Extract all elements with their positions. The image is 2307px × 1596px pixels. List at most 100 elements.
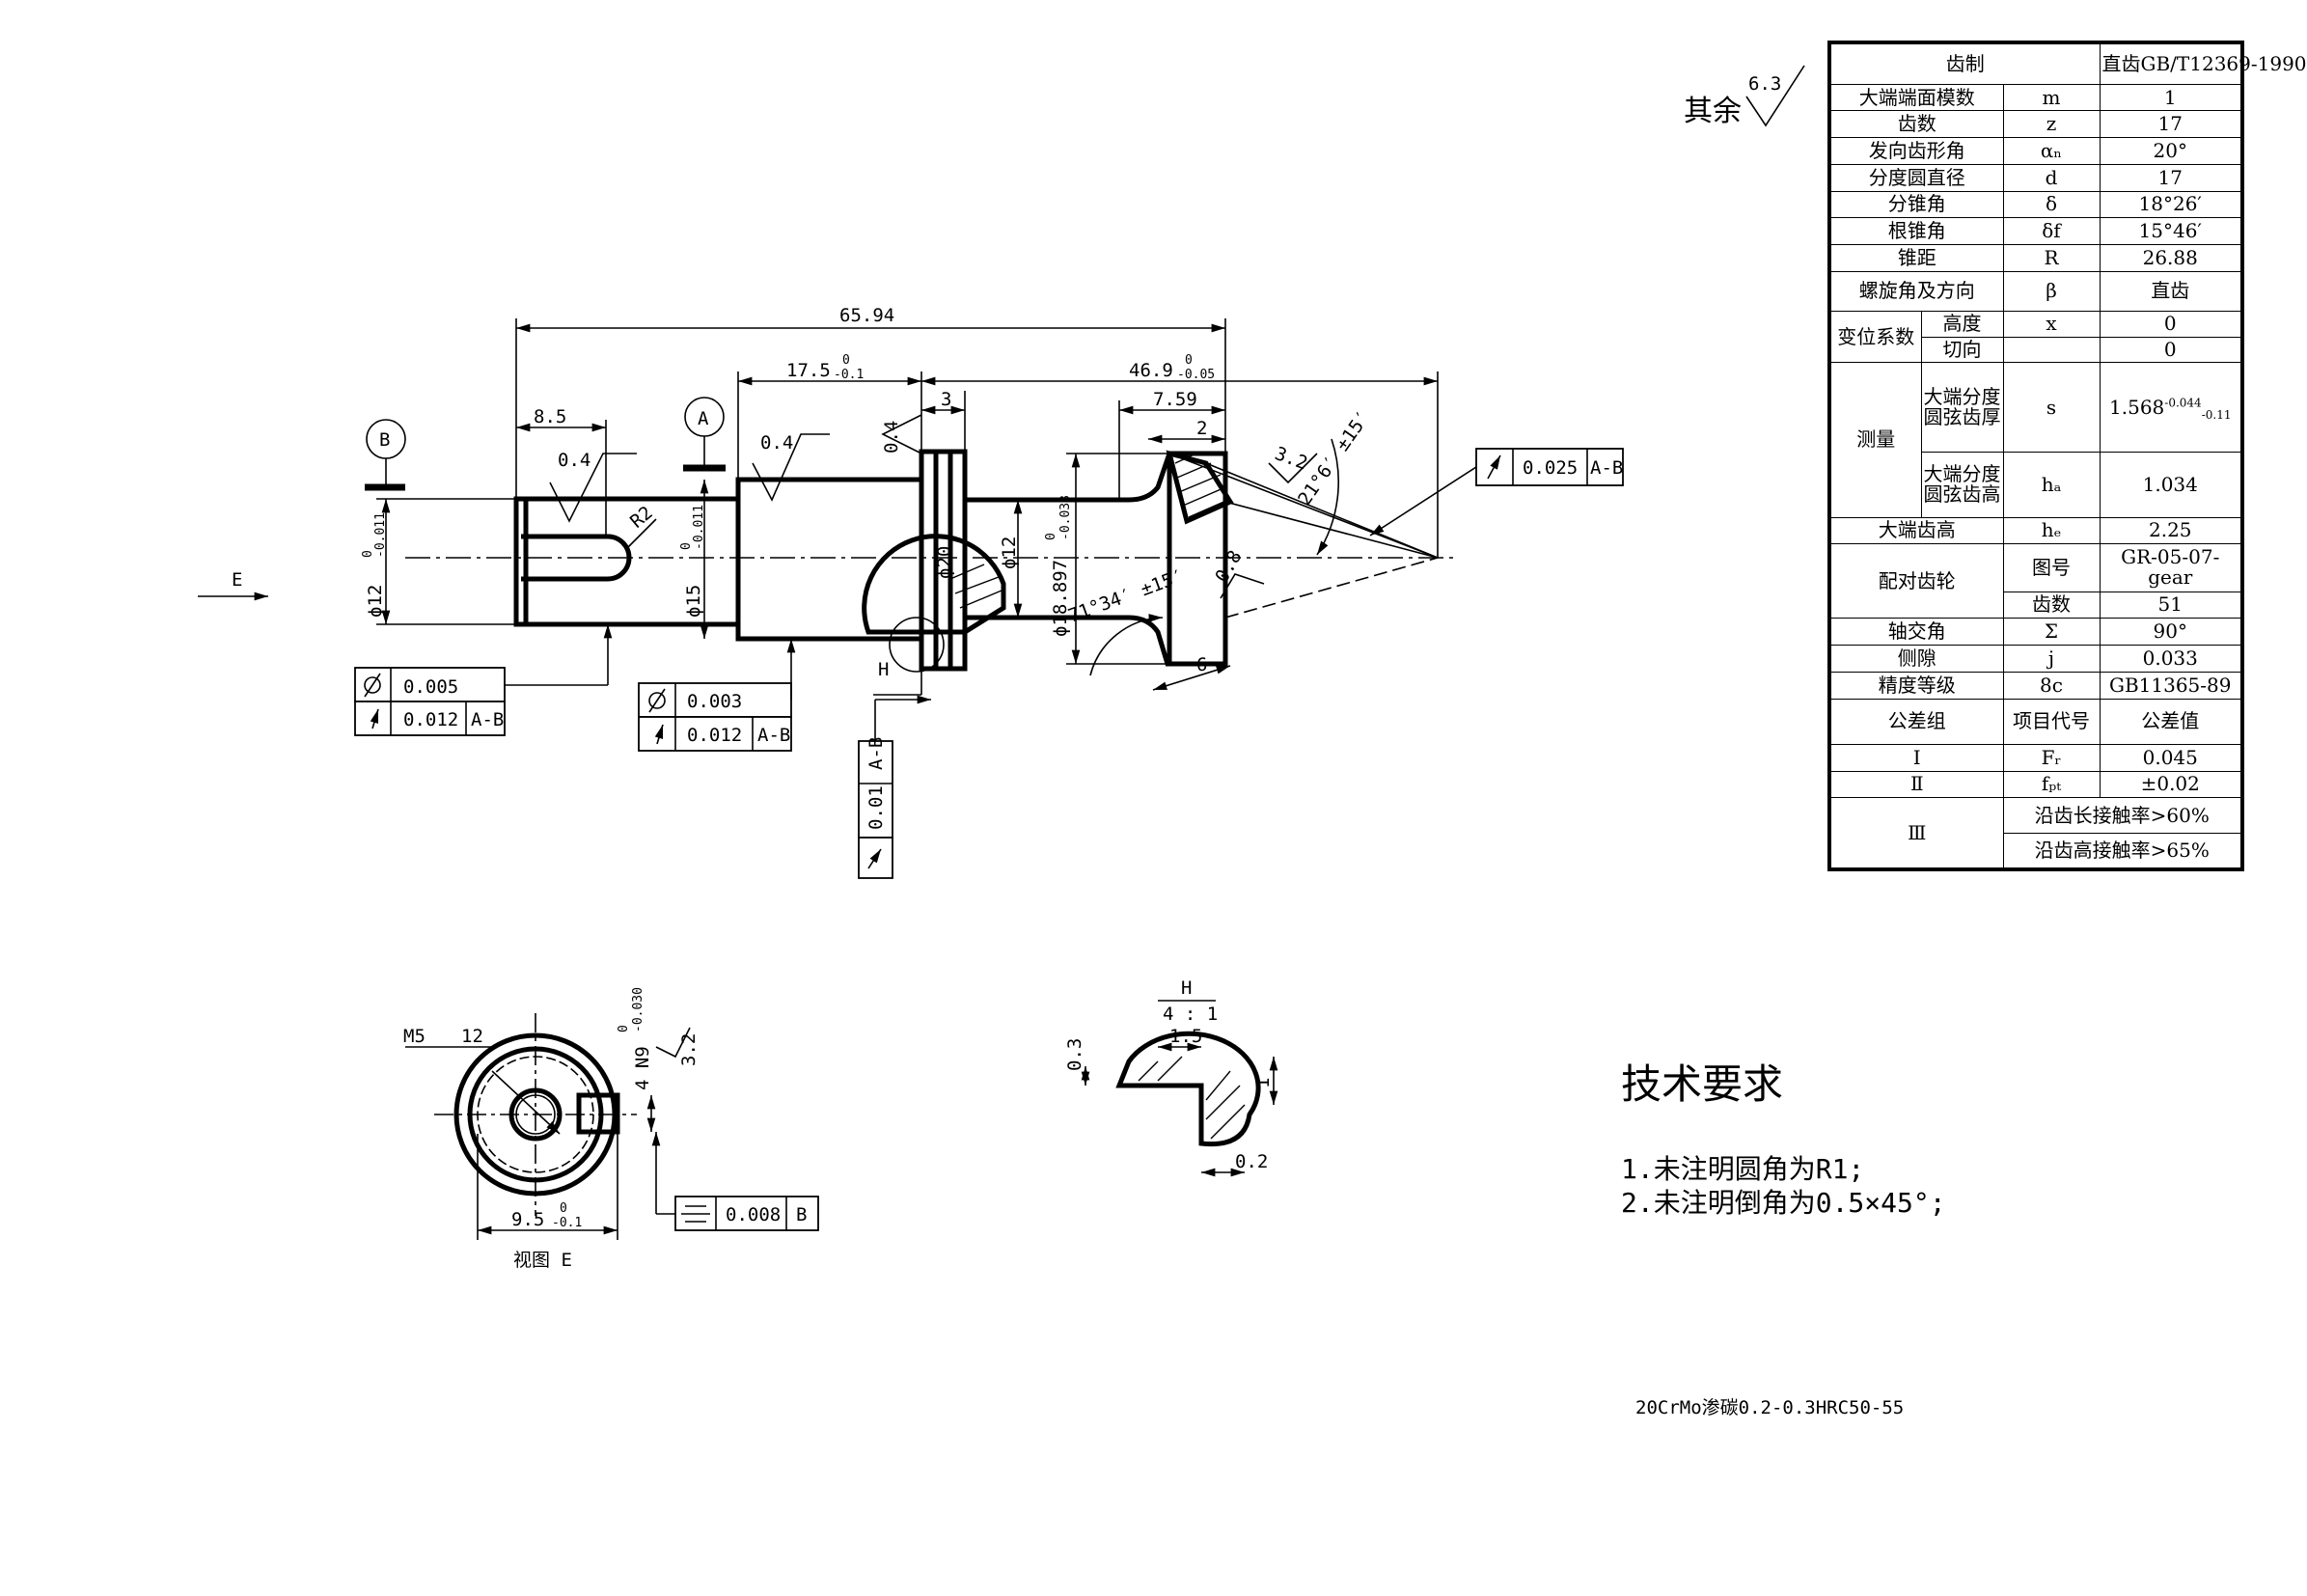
- svg-text:-0.1: -0.1: [834, 368, 864, 382]
- datum-a: A: [683, 397, 726, 472]
- keyway-width: 4 N9: [632, 1046, 653, 1090]
- table-row: 根锥角 δf 15°46′: [1828, 217, 2243, 246]
- svg-text:-0.011: -0.011: [692, 505, 706, 550]
- table-row: 大端齿高 hₑ 2.25: [1828, 516, 2243, 545]
- dim-8-5: 8.5: [534, 406, 566, 427]
- svg-text:0.2: 0.2: [1235, 1151, 1268, 1172]
- datum-b: B: [365, 419, 406, 491]
- table-row: Ⅲ 沿齿长接触率>60%: [1828, 797, 2243, 870]
- svg-text:0: 0: [560, 1201, 567, 1216]
- other-surfaces-label: 其余: [1684, 95, 1742, 128]
- table-row: 轴交角 Σ 90°: [1828, 618, 2243, 647]
- svg-text:0.4: 0.4: [760, 432, 793, 454]
- table-row: Ⅱ fₚₜ ±0.02: [1828, 770, 2243, 799]
- dim-2: 2: [1196, 418, 1207, 439]
- svg-text:0: 0: [617, 1025, 631, 1032]
- svg-text:A-B: A-B: [1590, 457, 1623, 479]
- svg-text:A-B: A-B: [865, 737, 887, 770]
- dim-6: 6: [1196, 654, 1207, 675]
- end-slot: [521, 534, 632, 582]
- svg-text:0.8: 0.8: [1211, 547, 1246, 587]
- keyway-depth: 9.5: [511, 1209, 544, 1230]
- table-row: 测量 大端分度圆弦齿厚 s 1.568-0.044-0.11: [1828, 362, 2243, 518]
- svg-text:-0.05: -0.05: [1177, 368, 1215, 382]
- svg-text:H: H: [878, 659, 889, 680]
- dim-7-59: 7.59: [1153, 389, 1197, 410]
- view-e: M5 12 4 N9 0 -0.030 3.2 9.5 0 -0.1 视图 E …: [403, 987, 819, 1271]
- svg-text:A-B: A-B: [757, 725, 790, 746]
- thread-callout: M5: [403, 1026, 426, 1047]
- gtol-frame-vertical: A-B 0.01: [858, 695, 931, 879]
- svg-text:0.01: 0.01: [865, 785, 887, 830]
- table-row: 大端端面模数 m 1: [1828, 83, 2243, 112]
- section-marker-h: H: [873, 656, 922, 696]
- detail-h-profile: [1115, 1031, 1261, 1147]
- svg-text:0.3: 0.3: [1064, 1038, 1085, 1071]
- shaft-main-view: [405, 449, 1457, 673]
- collar: [919, 449, 968, 672]
- table-row: 锥距 R 26.88: [1828, 244, 2243, 272]
- svg-text:B: B: [796, 1204, 807, 1225]
- table-row: 分度圆直径 d 17: [1828, 163, 2243, 192]
- svg-text:3.2: 3.2: [1272, 443, 1310, 474]
- dim-dia-20: ϕ20: [934, 546, 955, 579]
- gtol-frame-gear: 0.025 A-B: [1369, 448, 1624, 537]
- gear-tooth-section: [1166, 450, 1234, 525]
- dim-dia-12-mid: ϕ12: [999, 537, 1020, 569]
- svg-text:E: E: [232, 569, 242, 591]
- gear-tooth-hatch: [1174, 453, 1229, 518]
- view-arrow-e: E: [198, 569, 268, 601]
- table-row: 精度等级 8c GB11365-89: [1828, 671, 2243, 700]
- svg-text:0.012: 0.012: [687, 725, 742, 746]
- svg-text:H: H: [1181, 977, 1192, 999]
- table-row: 齿数 z 17: [1828, 110, 2243, 139]
- dim-3: 3: [941, 389, 951, 410]
- svg-text:0.4: 0.4: [881, 421, 902, 454]
- detail-h: H 4 : 1 0.3 1.5 1 0.2: [1064, 977, 1278, 1177]
- svg-text:1: 1: [1252, 1078, 1274, 1088]
- dim-dia-12-left: ϕ12: [365, 585, 386, 618]
- svg-text:A-B: A-B: [471, 709, 504, 730]
- svg-text:0.4: 0.4: [558, 450, 590, 471]
- svg-text:0.003: 0.003: [687, 691, 742, 712]
- gtol-frame-left: 0.005 0.012 A-B: [354, 624, 613, 736]
- table-row: 齿制 直齿GB/T12369-1990: [1828, 41, 2307, 85]
- svg-text:-0.1: -0.1: [552, 1216, 582, 1230]
- table-row: 分锥角 δ 18°26′: [1828, 190, 2243, 219]
- bearing-section: [735, 477, 924, 642]
- tech-requirements-title: 技术要求: [1621, 1060, 1784, 1108]
- svg-text:0.025: 0.025: [1523, 457, 1578, 479]
- tech-requirement-2: 2.未注明倒角为0.5×45°;: [1621, 1187, 1946, 1219]
- table-row: 配对齿轮 图号 GR-05-07-gear: [1828, 543, 2243, 619]
- dim-46-9: 46.9: [1129, 360, 1173, 381]
- svg-text:0: 0: [1044, 533, 1058, 540]
- svg-text:0: 0: [842, 353, 850, 368]
- dim-overall-length: 65.94: [839, 305, 894, 326]
- svg-text:6.3: 6.3: [1748, 73, 1781, 95]
- table-row: 切向 0: [1829, 336, 2243, 364]
- svg-text:0.005: 0.005: [403, 676, 458, 698]
- symmetry-value: 0.008: [726, 1204, 781, 1225]
- svg-text:12: 12: [461, 1026, 483, 1047]
- svg-text:3.2: 3.2: [678, 1033, 700, 1066]
- neck-and-gear-body: [965, 451, 1228, 667]
- svg-text:-0.011: -0.011: [373, 512, 388, 558]
- view-e-label: 视图 E: [513, 1250, 572, 1271]
- gtol-frame-middle: 0.003 0.012 A-B: [638, 639, 796, 752]
- collar-local-section: [862, 534, 1006, 635]
- material-note: 20CrMo渗碳0.2-0.3HRC50-55: [1635, 1397, 1905, 1418]
- svg-text:1.5: 1.5: [1169, 1026, 1202, 1047]
- svg-text:B: B: [379, 429, 390, 451]
- table-row: 螺旋角及方向 β 直齿: [1828, 270, 2243, 312]
- table-row: 沿齿高接触率>65%: [1829, 833, 2243, 870]
- tech-requirement-1: 1.未注明圆角为R1;: [1621, 1153, 1865, 1185]
- table-row: 发向齿形角 αₙ 20°: [1828, 137, 2243, 165]
- svg-text:0: 0: [1185, 353, 1193, 368]
- table-row: Ⅰ Fᵣ 0.045: [1828, 743, 2243, 772]
- svg-text:4 : 1: 4 : 1: [1163, 1004, 1218, 1025]
- svg-text:-0.030: -0.030: [631, 987, 645, 1032]
- dim-r2: R2: [626, 502, 657, 533]
- dim-dia-18-897: ϕ18.897: [1050, 560, 1071, 637]
- table-row: 公差组 项目代号 公差值: [1828, 698, 2243, 745]
- table-row: 大端分度圆弦齿高 hₐ 1.034: [1829, 451, 2243, 518]
